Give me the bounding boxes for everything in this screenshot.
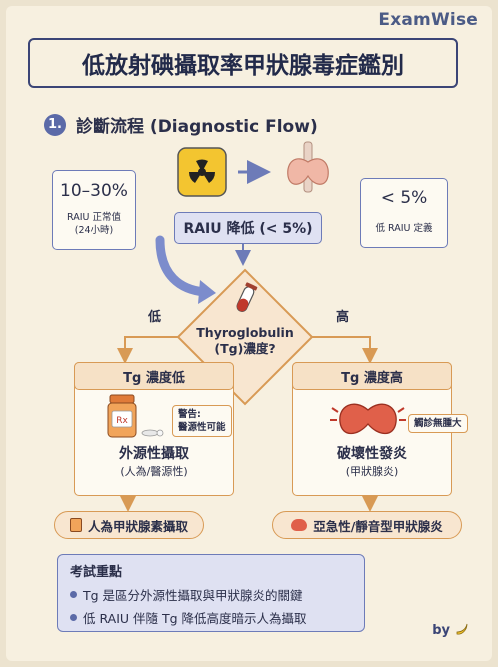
svg-text:Rx: Rx: [116, 416, 128, 426]
key-point-2-text: 低 RAIU 伴隨 Tg 降低高度暗示人為攝取: [83, 611, 307, 626]
exogenous-line-1: 外源性攝取: [119, 446, 189, 462]
pill-small-icon: [69, 518, 82, 532]
arrow-to-high-branch: [298, 336, 378, 364]
section-number: 1.: [44, 113, 66, 136]
high-tg-header: Tg 濃度高: [292, 362, 452, 390]
destructive-label: 破壞性發炎 (甲狀腺炎): [292, 446, 452, 480]
page-title: 低放射碘攝取率甲狀腺毒症鑑別: [28, 38, 458, 88]
bullet-icon: [70, 591, 77, 598]
low-raiu-definition-card: < 5% 低 RAIU 定義: [360, 178, 448, 248]
radiation-icon: [176, 146, 228, 198]
thyroiditis-result-pill: 亞急性/靜音型甲狀腺炎: [272, 511, 462, 539]
section-heading: 1. 診斷流程 (Diagnostic Flow): [44, 112, 318, 137]
exam-key-points: 考試重點 Tg 是區分外源性攝取與甲狀腺炎的關鍵 低 RAIU 伴隨 Tg 降低…: [57, 554, 365, 632]
no-enlargement-tag: 觸診無腫大: [408, 414, 468, 433]
branch-high-label: 高: [336, 310, 350, 325]
normal-value: 10–30%: [60, 181, 128, 201]
thyroid-small-icon: [291, 519, 308, 531]
factitious-result-label: 人為甲狀腺素攝取: [87, 518, 188, 534]
thyroid-icon: [278, 140, 338, 200]
factitious-result-pill: 人為甲狀腺素攝取: [54, 511, 204, 539]
destructive-line-1: 破壞性發炎: [337, 446, 407, 462]
raiu-reduced-box: RAIU 降低 (< 5%): [174, 212, 322, 244]
low-raiu-caption: 低 RAIU 定義: [375, 223, 433, 234]
footer-by: by: [432, 622, 450, 638]
key-points-title: 考試重點: [70, 565, 123, 580]
pill-bottle-icon: Rx: [104, 393, 168, 441]
iatrogenic-warning: 警告: 醫源性可能: [172, 405, 232, 437]
normal-caption-2: (24小時): [74, 225, 114, 236]
low-raiu-value: < 5%: [380, 188, 428, 208]
brand-logo: ExamWise: [378, 10, 478, 30]
decision-line-1: Thyroglobulin: [196, 325, 294, 340]
normal-caption-1: RAIU 正常值: [67, 212, 121, 223]
curved-arrow: [155, 235, 210, 297]
low-tg-header: Tg 濃度低: [74, 362, 234, 390]
branch-low-label: 低: [148, 310, 162, 325]
banana-icon: [456, 623, 468, 635]
raiu-reduced-label: RAIU 降低 (< 5%): [183, 221, 313, 237]
key-point-1-text: Tg 是區分外源性攝取與甲狀腺炎的關鍵: [83, 588, 303, 603]
warning-line-2: 醫源性可能: [178, 422, 226, 433]
thyroiditis-result-label: 亞急性/靜音型甲狀腺炎: [313, 518, 443, 534]
key-point-2: 低 RAIU 伴隨 Tg 降低高度暗示人為攝取: [70, 608, 352, 627]
key-point-1: Tg 是區分外源性攝取與甲狀腺炎的關鍵: [70, 585, 352, 604]
arrow-to-low-branch: [117, 336, 190, 364]
exogenous-label: 外源性攝取 (人為/醫源性): [74, 446, 234, 480]
decision-text: Thyroglobulin (Tg)濃度?: [190, 325, 300, 357]
inflamed-thyroid-icon: [328, 392, 408, 444]
bullet-icon: [70, 614, 77, 621]
test-tube-icon: [236, 282, 258, 312]
decision-line-2: (Tg)濃度?: [214, 341, 276, 356]
curved-arrow-head: [198, 280, 216, 304]
footer-credit: by: [432, 622, 470, 638]
section-label: 診斷流程 (Diagnostic Flow): [76, 117, 318, 137]
exogenous-line-2: (人為/醫源性): [120, 465, 188, 478]
normal-value-card: 10–30% RAIU 正常值 (24小時): [52, 170, 136, 250]
destructive-line-2: (甲狀腺炎): [345, 465, 399, 478]
warning-line-1: 警告:: [178, 409, 201, 420]
